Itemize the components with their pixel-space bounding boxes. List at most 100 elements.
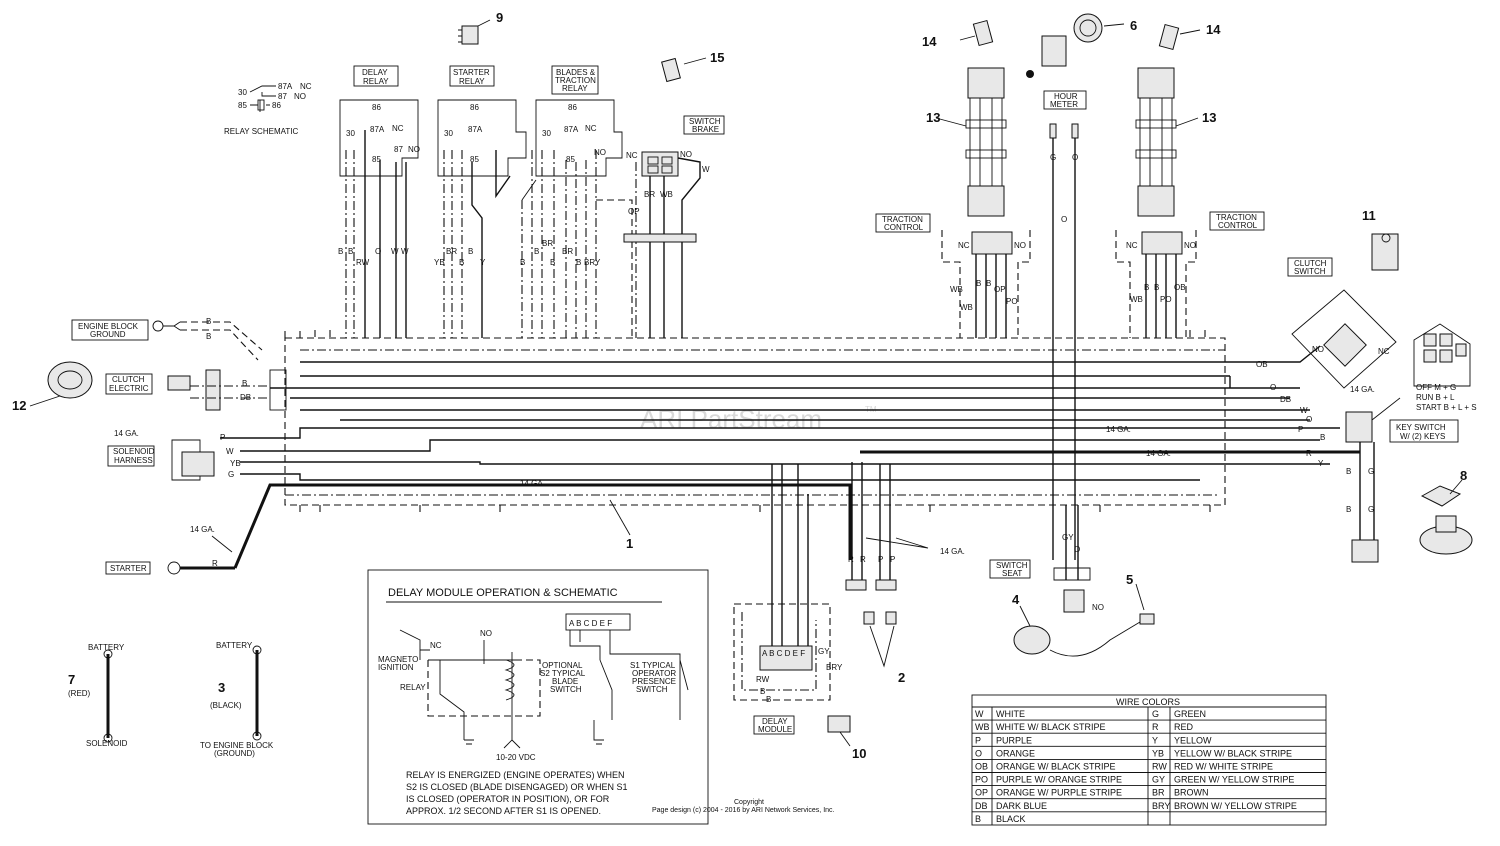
terminals-2: R R P P 14 GA. 2 — [845, 462, 965, 685]
svg-text:85: 85 — [566, 155, 575, 164]
part-15: 15 — [661, 50, 724, 83]
svg-text:BLADES &: BLADES & — [556, 68, 596, 77]
part-11: 11 — [1362, 208, 1399, 271]
svg-text:(RED): (RED) — [68, 689, 91, 698]
wire-color-name: DARK BLUE — [996, 801, 1047, 811]
svg-text:O: O — [375, 247, 381, 256]
svg-text:8: 8 — [1460, 468, 1467, 483]
svg-text:P: P — [890, 555, 895, 564]
svg-text:W: W — [1300, 406, 1308, 415]
svg-text:S1 TYPICAL: S1 TYPICAL — [630, 661, 676, 670]
svg-text:87: 87 — [394, 145, 403, 154]
svg-text:B: B — [576, 258, 581, 267]
svg-text:BR: BR — [446, 247, 457, 256]
svg-text:RW: RW — [356, 258, 370, 267]
svg-text:B: B — [1320, 433, 1325, 442]
svg-text:B: B — [206, 332, 211, 341]
svg-text:WB: WB — [1130, 295, 1143, 304]
relay-schematic: 30 87A NC 87 NO 85 86 RELAY SCHEMATIC — [224, 82, 312, 136]
engine-block-ground: ENGINE BLOCK GROUND B B — [71, 317, 263, 361]
svg-text:DELAY: DELAY — [362, 68, 388, 77]
svg-text:SWITCH: SWITCH — [550, 685, 582, 694]
svg-text:87: 87 — [278, 92, 287, 101]
wire-color-code: GY — [1152, 775, 1165, 785]
svg-text:DB: DB — [1280, 395, 1291, 404]
svg-text:S2 IS CLOSED (BLADE DISENGAGED: S2 IS CLOSED (BLADE DISENGAGED) OR WHEN … — [406, 782, 628, 792]
svg-text:NC: NC — [300, 82, 312, 91]
svg-text:NC: NC — [392, 124, 404, 133]
svg-text:B: B — [760, 687, 765, 696]
svg-text:B: B — [206, 317, 211, 326]
svg-text:OPTIONAL: OPTIONAL — [542, 661, 583, 670]
svg-text:RELAY: RELAY — [562, 84, 588, 93]
svg-text:BLADE: BLADE — [552, 677, 578, 686]
wire-color-name: PURPLE — [996, 735, 1032, 745]
svg-text:B: B — [242, 379, 247, 388]
svg-text:W: W — [391, 247, 399, 256]
blades-traction-relay: BLADES & TRACTION RELAY 86 30 87A NC NO … — [535, 65, 623, 177]
svg-text:NO: NO — [480, 629, 492, 638]
svg-text:MAGNETO: MAGNETO — [378, 655, 418, 664]
svg-text:15: 15 — [710, 50, 724, 65]
wire-color-code: G — [1152, 709, 1159, 719]
part-14-right: 14 — [1158, 22, 1221, 51]
delay-module: A B C D E F GY BRY RW B B DELAY MODULE 1… — [733, 464, 866, 761]
svg-text:KEY SWITCH: KEY SWITCH — [1396, 423, 1446, 432]
svg-text:30: 30 — [238, 88, 247, 97]
svg-text:NC: NC — [585, 124, 597, 133]
wire-color-name: ORANGE W/ PURPLE STRIPE — [996, 788, 1122, 798]
wire-color-name: BROWN W/ YELLOW STRIPE — [1174, 801, 1297, 811]
svg-text:OFF M + G: OFF M + G — [1416, 383, 1456, 392]
traction-control-left: 13 TRACTION CONTROL NC NO WB B B OP WB P… — [875, 67, 1031, 338]
svg-text:BRY: BRY — [826, 663, 843, 672]
svg-text:RW: RW — [756, 675, 770, 684]
wire-color-name: ORANGE — [996, 748, 1035, 758]
svg-text:CONTROL: CONTROL — [1218, 221, 1258, 230]
svg-text:SWITCH: SWITCH — [996, 561, 1028, 570]
svg-text:14 GA.: 14 GA. — [1106, 425, 1131, 434]
svg-text:WB: WB — [950, 285, 963, 294]
svg-text:YB: YB — [230, 459, 241, 468]
wire-color-name: YELLOW — [1174, 735, 1212, 745]
cable-3: BATTERY 3 (BLACK) TO ENGINE BLOCK (GROUN… — [200, 641, 274, 758]
svg-text:3: 3 — [218, 680, 225, 695]
svg-text:B: B — [348, 247, 353, 256]
svg-text:B: B — [534, 247, 539, 256]
svg-text:B: B — [338, 247, 343, 256]
svg-text:RELAY IS ENERGIZED (ENGINE OPE: RELAY IS ENERGIZED (ENGINE OPERATES) WHE… — [406, 770, 625, 780]
svg-text:APPROX. 1/2 SECOND AFTER S1 IS: APPROX. 1/2 SECOND AFTER S1 IS OPENED. — [406, 806, 601, 816]
wire-color-code: R — [1152, 722, 1159, 732]
svg-text:86: 86 — [470, 103, 479, 112]
main-harness — [284, 330, 1226, 512]
svg-text:OPERATOR: OPERATOR — [632, 669, 676, 678]
svg-text:RELAY: RELAY — [400, 683, 426, 692]
svg-text:NO: NO — [1014, 241, 1026, 250]
delay-relay: DELAY RELAY 86 30 87A NC 87 NO 85 — [339, 65, 420, 177]
svg-text:7: 7 — [68, 672, 75, 687]
svg-text:SWITCH: SWITCH — [689, 117, 721, 126]
svg-text:R: R — [848, 555, 854, 564]
svg-text:85: 85 — [238, 101, 247, 110]
traction-control-right: 13 TRACTION CONTROL NC NO WB B B PO OB — [1115, 67, 1265, 338]
svg-text:B: B — [468, 247, 473, 256]
wire-color-name: PURPLE W/ ORANGE STRIPE — [996, 775, 1122, 785]
svg-text:NC: NC — [958, 241, 970, 250]
svg-text:WB: WB — [660, 190, 673, 199]
svg-text:STARTER: STARTER — [453, 68, 490, 77]
wire-color-name: WHITE W/ BLACK STRIPE — [996, 722, 1106, 732]
svg-text:13: 13 — [1202, 110, 1216, 125]
svg-text:NC: NC — [430, 641, 442, 650]
svg-text:TRACTION: TRACTION — [882, 215, 923, 224]
harness-wires — [220, 349, 1360, 569]
svg-text:OB: OB — [1256, 360, 1268, 369]
svg-text:BATTERY: BATTERY — [216, 641, 253, 650]
part-8-key: 8 — [1419, 468, 1473, 555]
svg-text:GROUND: GROUND — [90, 330, 126, 339]
svg-text:YB: YB — [434, 258, 445, 267]
svg-text:IS CLOSED (OPERATOR IN POSITIO: IS CLOSED (OPERATOR IN POSITION), OR FOR — [406, 794, 610, 804]
svg-text:DB: DB — [240, 393, 251, 402]
svg-text:13: 13 — [926, 110, 940, 125]
svg-text:NO: NO — [1184, 241, 1196, 250]
relay-wires: B B RW O W W YB BR B B Y B B BR B BR B B… — [338, 130, 601, 338]
svg-text:B: B — [1346, 467, 1351, 476]
